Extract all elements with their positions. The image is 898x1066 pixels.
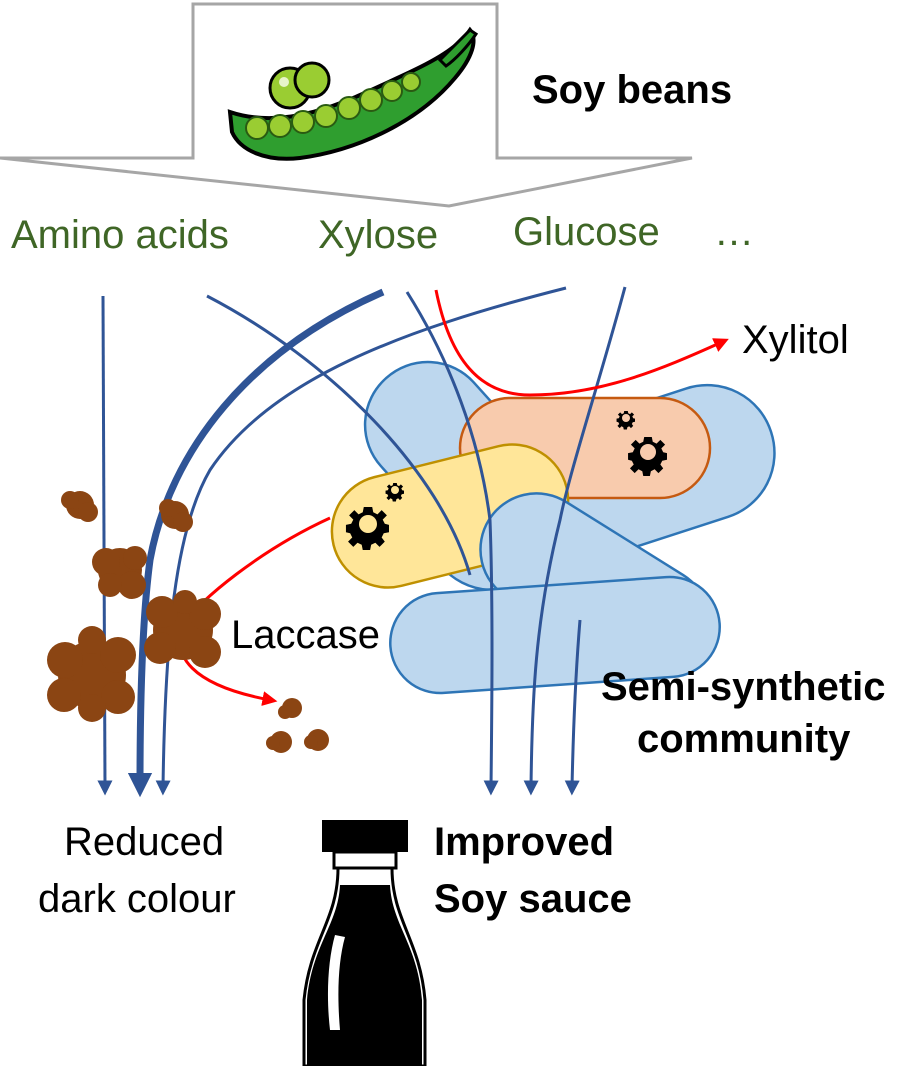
bacterium-cell-icon bbox=[330, 360, 776, 695]
reduced-label-line2: dark colour bbox=[38, 877, 236, 921]
community-label-line2: community bbox=[637, 717, 851, 761]
improved-label-line2: Soy sauce bbox=[434, 877, 632, 921]
metabolite-glucose: Glucose bbox=[513, 210, 660, 254]
source-label: Soy beans bbox=[532, 68, 732, 112]
reduced-label-line1: Reduced bbox=[64, 820, 224, 864]
xylitol-label: Xylitol bbox=[742, 318, 849, 362]
metabolite-amino-acids: Amino acids bbox=[11, 213, 229, 257]
improved-label-line1: Improved bbox=[434, 820, 614, 864]
soy-sauce-bottle-icon bbox=[302, 820, 427, 1066]
metabolite-xylose: Xylose bbox=[318, 213, 438, 257]
laccase-label: Laccase bbox=[231, 613, 380, 657]
community-label-line1: Semi-synthetic bbox=[601, 665, 886, 709]
metabolite-ellipsis: … bbox=[714, 210, 754, 254]
gear-icon bbox=[345, 411, 667, 551]
pigment-particle-icon bbox=[47, 491, 329, 753]
soybean-pod-icon bbox=[227, 26, 479, 161]
